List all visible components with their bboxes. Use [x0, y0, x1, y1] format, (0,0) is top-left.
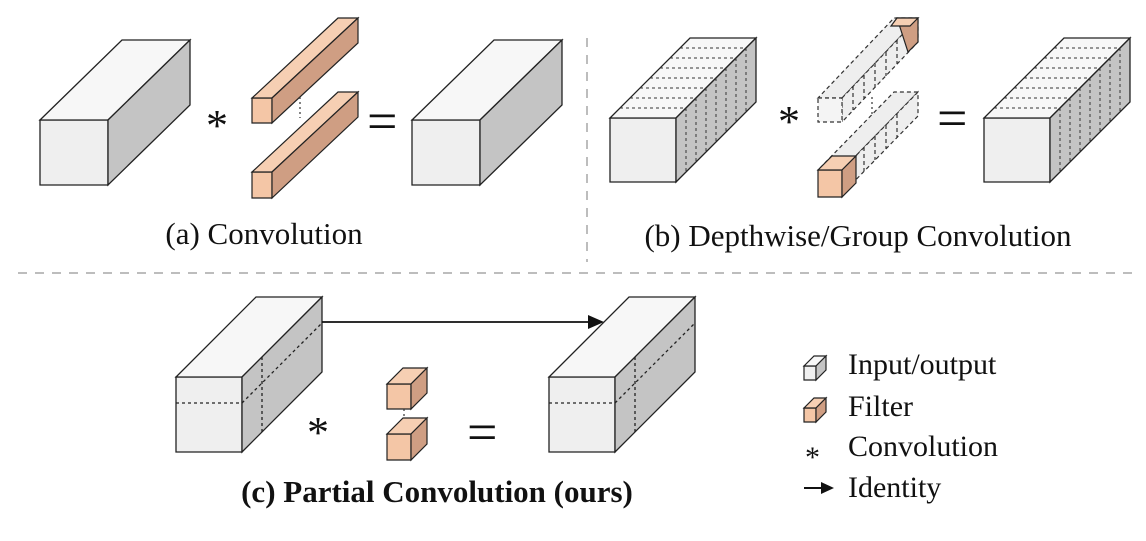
legend-identity-arrow-icon — [804, 482, 834, 494]
caption-c: (c) Partial Convolution (ours) — [241, 474, 633, 509]
filter-top-c — [385, 366, 429, 411]
equals-sign-c: = — [467, 402, 497, 462]
identity-arrow-c — [322, 315, 604, 329]
legend-input-output-icon — [802, 354, 828, 382]
legend-convolution-symbol: * — [805, 441, 820, 474]
input-block-b — [608, 36, 758, 184]
legend-filter-label: Filter — [848, 390, 913, 423]
output-block-c — [547, 295, 697, 454]
equals-sign-a: = — [367, 91, 397, 151]
legend-filter-icon — [802, 396, 828, 424]
legend-identity-label: Identity — [848, 471, 941, 504]
channel-grid-b-output — [994, 47, 1121, 172]
equals-sign-b: = — [937, 88, 967, 148]
input-block-a — [38, 38, 192, 187]
output-block-b — [982, 36, 1132, 184]
filter-top-a — [250, 16, 360, 125]
filter-chunk-top-b — [889, 17, 920, 54]
panel-a: * = (a) Convolution — [38, 16, 564, 251]
panel-c: * = (c) Partial Convolution (ours) — [174, 295, 697, 509]
legend-convolution-label: Convolution — [848, 430, 998, 463]
caption-b: (b) Depthwise/Group Convolution — [644, 218, 1072, 253]
panel-b: * = — [608, 16, 1132, 253]
filter-chunk-bottom-b — [816, 154, 858, 199]
legend: Input/output Filter * Convolution Identi… — [802, 348, 998, 504]
input-block-c — [174, 295, 324, 454]
legend-input-output-label: Input/output — [848, 348, 997, 381]
caption-a: (a) Convolution — [165, 216, 363, 251]
conv-operator-c: * — [307, 408, 329, 457]
channel-grid-b-input — [620, 47, 747, 172]
filter-bottom-a — [250, 90, 360, 200]
conv-operator-a: * — [206, 101, 228, 150]
dashed-filter-top-b — [816, 16, 920, 124]
filter-bottom-c — [385, 416, 429, 462]
conv-operator-b: * — [778, 97, 800, 146]
output-block-a — [410, 38, 564, 187]
